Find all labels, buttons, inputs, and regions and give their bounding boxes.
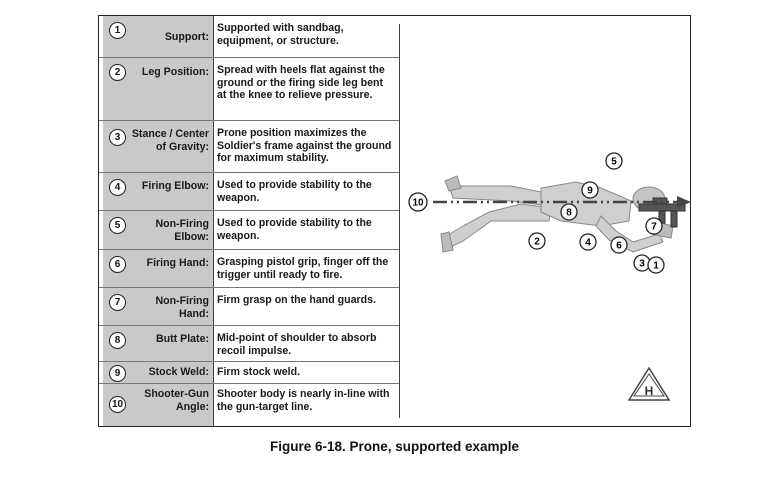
callout-1: 1 [647,256,665,274]
arrow-head-icon [677,196,691,208]
row-label-cell: 10 Shooter-Gun Angle: [103,384,214,426]
row-description: Shooter body is nearly in-line with the … [217,388,390,413]
row-label-cell: 8 Butt Plate: [103,326,214,361]
figure-frame: 1 Support: Supported with sandbag, equip… [98,15,691,427]
table-row: 8 Butt Plate: Mid-point of shoulder to a… [99,326,399,362]
row-description: Supported with sandbag, equipment, or st… [217,22,344,47]
table-row: 3 Stance / Center of Gravity: Prone posi… [99,121,399,173]
row-number-badge: 7 [109,294,126,311]
column-divider [399,24,400,418]
svg-text:3: 3 [639,259,645,270]
row-description: Mid-point of shoulder to absorb recoil i… [217,332,377,357]
callout-7: 7 [645,217,663,235]
row-description: Used to provide stability to the weapon. [217,179,372,204]
row-label: Firing Elbow: [141,180,209,192]
callout-5: 5 [605,152,623,170]
svg-text:7: 7 [651,222,657,233]
row-number-badge: 8 [109,332,126,349]
callout-9: 9 [581,181,599,199]
row-label-cell: 7 Non-Firing Hand: [103,288,214,325]
table-row: 5 Non-Firing Elbow: Used to provide stab… [99,211,399,250]
row-number-badge: 9 [109,365,126,382]
row-description: Spread with heels flat against the groun… [217,64,385,101]
svg-text:1: 1 [653,261,659,272]
row-label-cell: 5 Non-Firing Elbow: [103,211,214,249]
table-row: 7 Non-Firing Hand: Firm grasp on the han… [99,288,399,326]
svg-text:2: 2 [534,237,540,248]
gun-target-line [433,196,691,208]
callout-4: 4 [579,233,597,251]
row-description: Firm grasp on the hand guards. [217,294,376,306]
row-label-cell: 6 Firing Hand: [103,250,214,287]
row-label: Firing Hand: [146,257,209,269]
shooter-figure [440,175,674,253]
hands-on-triangle-icon: H [627,366,671,401]
row-label-cell: 2 Leg Position: [103,58,214,120]
row-label: Stance / Center of Gravity: [131,128,209,153]
callout-10: 10 [408,192,428,212]
svg-text:4: 4 [585,238,591,249]
table-row: 6 Firing Hand: Grasping pistol grip, fin… [99,250,399,288]
row-label-cell: 3 Stance / Center of Gravity: [103,121,214,172]
row-number-badge: 3 [109,129,126,146]
row-description: Grasping pistol grip, finger off the tri… [217,256,389,281]
table-row: 10 Shooter-Gun Angle: Shooter body is ne… [99,384,399,426]
row-label: Shooter-Gun Angle: [144,388,209,413]
row-number-badge: 4 [109,179,126,196]
svg-text:8: 8 [566,208,572,219]
row-number-badge: 1 [109,22,126,39]
row-label-cell: 9 Stock Weld: [103,362,214,383]
row-label: Non-Firing Hand: [155,295,209,320]
row-description: Prone position maximizes the Soldier's f… [217,127,392,164]
row-label-cell: 1 Support: [103,16,214,57]
row-number-badge: 5 [109,217,126,234]
row-label: Support: [164,31,209,43]
table-row: 2 Leg Position: Spread with heels flat a… [99,58,399,121]
svg-text:10: 10 [412,198,424,209]
svg-text:9: 9 [587,186,593,197]
row-number-badge: 2 [109,64,126,81]
callout-6: 6 [610,236,628,254]
row-label: Butt Plate: [156,333,209,345]
svg-text:H: H [645,384,654,398]
row-label-cell: 4 Firing Elbow: [103,173,214,210]
row-description: Firm stock weld. [217,366,301,378]
row-label: Non-Firing Elbow: [155,218,209,243]
figure-caption: Figure 6-18. Prone, supported example [269,439,520,454]
row-description: Used to provide stability to the weapon. [217,217,372,242]
row-label: Stock Weld: [148,366,209,378]
row-label: Leg Position: [141,66,209,78]
callout-8: 8 [560,203,578,221]
row-number-badge: 6 [109,256,126,273]
row-number-badge: 10 [109,396,126,413]
position-table: 1 Support: Supported with sandbag, equip… [99,16,399,426]
table-row: 4 Firing Elbow: Used to provide stabilit… [99,173,399,211]
callout-2: 2 [528,232,546,250]
prone-shooter-illustration: 10 2 3 5 9 8 4 [408,152,691,401]
table-row: 9 Stock Weld: Firm stock weld. [99,362,399,384]
svg-text:5: 5 [611,157,617,168]
svg-text:6: 6 [616,241,622,252]
table-row: 1 Support: Supported with sandbag, equip… [99,16,399,58]
